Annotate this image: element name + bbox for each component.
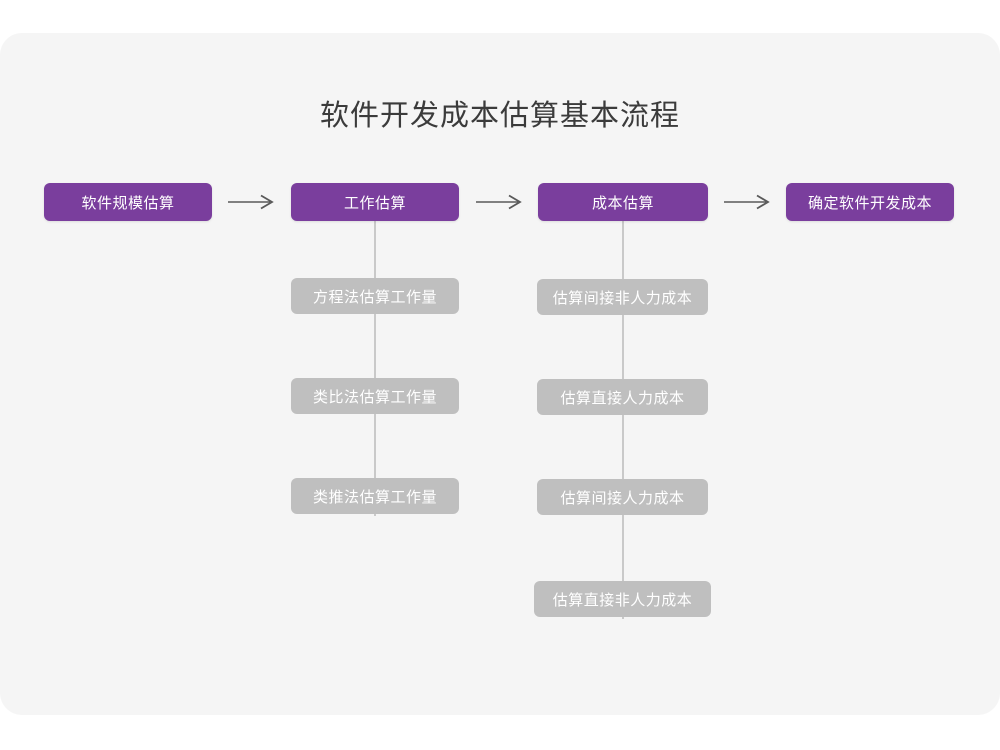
sub-node-step3-3-label: 估算间接人力成本 — [560, 489, 685, 507]
sub-node-step2-2-label: 类比法估算工作量 — [312, 388, 437, 406]
flow-node-step2[interactable]: 工作估算 — [291, 183, 459, 221]
page-title: 软件开发成本估算基本流程 — [319, 100, 680, 132]
sub-node-step2-2[interactable]: 类比法估算工作量 — [291, 378, 459, 414]
sub-node-step3-3[interactable]: 估算间接人力成本 — [537, 479, 708, 515]
flow-node-step1-label: 软件规模估算 — [81, 194, 175, 212]
sub-node-step2-1[interactable]: 方程法估算工作量 — [291, 278, 459, 314]
flow-arrow-2 — [476, 192, 524, 212]
flow-arrow-1 — [228, 192, 276, 212]
flow-node-step4[interactable]: 确定软件开发成本 — [786, 183, 954, 221]
sub-node-step2-3[interactable]: 类推法估算工作量 — [291, 478, 459, 514]
flow-arrow-3 — [724, 192, 772, 212]
sub-node-step3-4-label: 估算直接非人力成本 — [552, 591, 693, 609]
connector-line-step2 — [374, 221, 376, 516]
sub-node-step3-1-label: 估算间接非人力成本 — [552, 289, 693, 307]
sub-node-step2-3-label: 类推法估算工作量 — [312, 488, 437, 506]
flow-node-step1[interactable]: 软件规模估算 — [44, 183, 212, 221]
flow-node-step4-label: 确定软件开发成本 — [807, 194, 932, 212]
diagram-card — [0, 33, 1000, 715]
sub-node-step3-2-label: 估算直接人力成本 — [560, 389, 685, 407]
sub-node-step3-2[interactable]: 估算直接人力成本 — [537, 379, 708, 415]
sub-node-step3-4[interactable]: 估算直接非人力成本 — [534, 581, 711, 617]
connector-line-step3 — [622, 221, 624, 619]
flow-node-step3-label: 成本估算 — [591, 194, 654, 212]
flow-node-step3[interactable]: 成本估算 — [538, 183, 708, 221]
sub-node-step3-1[interactable]: 估算间接非人力成本 — [537, 279, 708, 315]
flow-node-step2-label: 工作估算 — [343, 194, 406, 212]
sub-node-step2-1-label: 方程法估算工作量 — [312, 288, 437, 306]
